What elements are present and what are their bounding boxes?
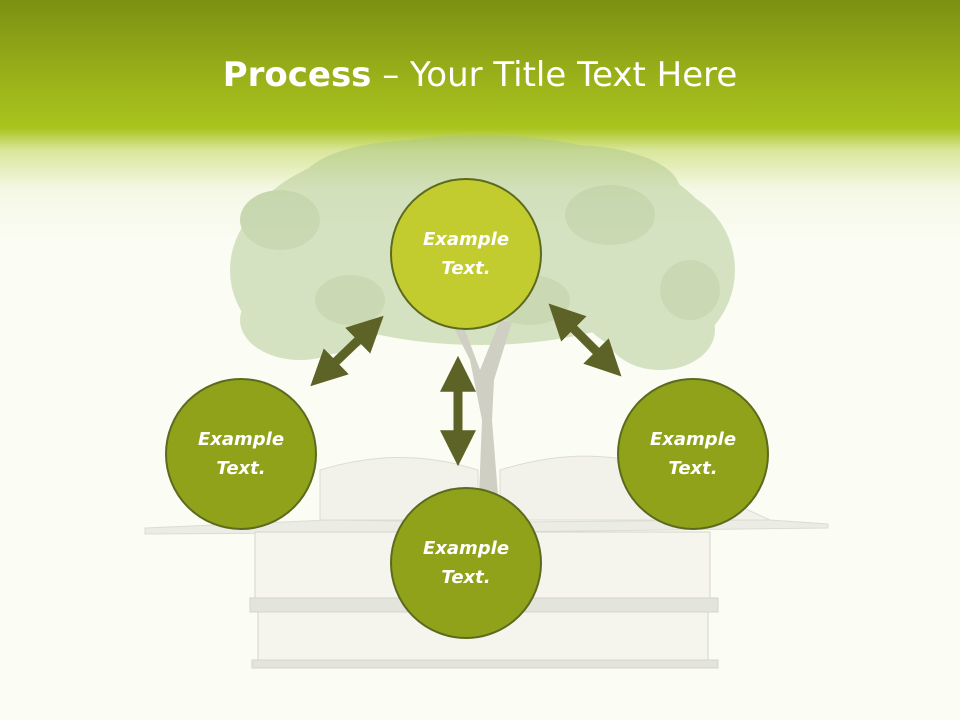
circle-right: Example Text. <box>617 378 769 530</box>
title-rest: – Your Title Text Here <box>371 55 738 95</box>
double-arrow-right <box>548 303 622 377</box>
circle-bottom-text: Example Text. <box>422 538 510 588</box>
circle-right-text: Example Text. <box>649 429 737 479</box>
circle-top: Example Text. <box>390 178 542 330</box>
circle-bottom: Example Text. <box>390 487 542 639</box>
circle-top-text: Example Text. <box>422 229 510 279</box>
title-bold: Process <box>222 55 372 95</box>
slide-title: Process – Your Title Text Here <box>0 52 960 98</box>
circle-left-text: Example Text. <box>197 429 285 479</box>
tree-trunk <box>455 320 512 520</box>
double-arrow-left <box>310 315 384 387</box>
circle-left: Example Text. <box>165 378 317 530</box>
